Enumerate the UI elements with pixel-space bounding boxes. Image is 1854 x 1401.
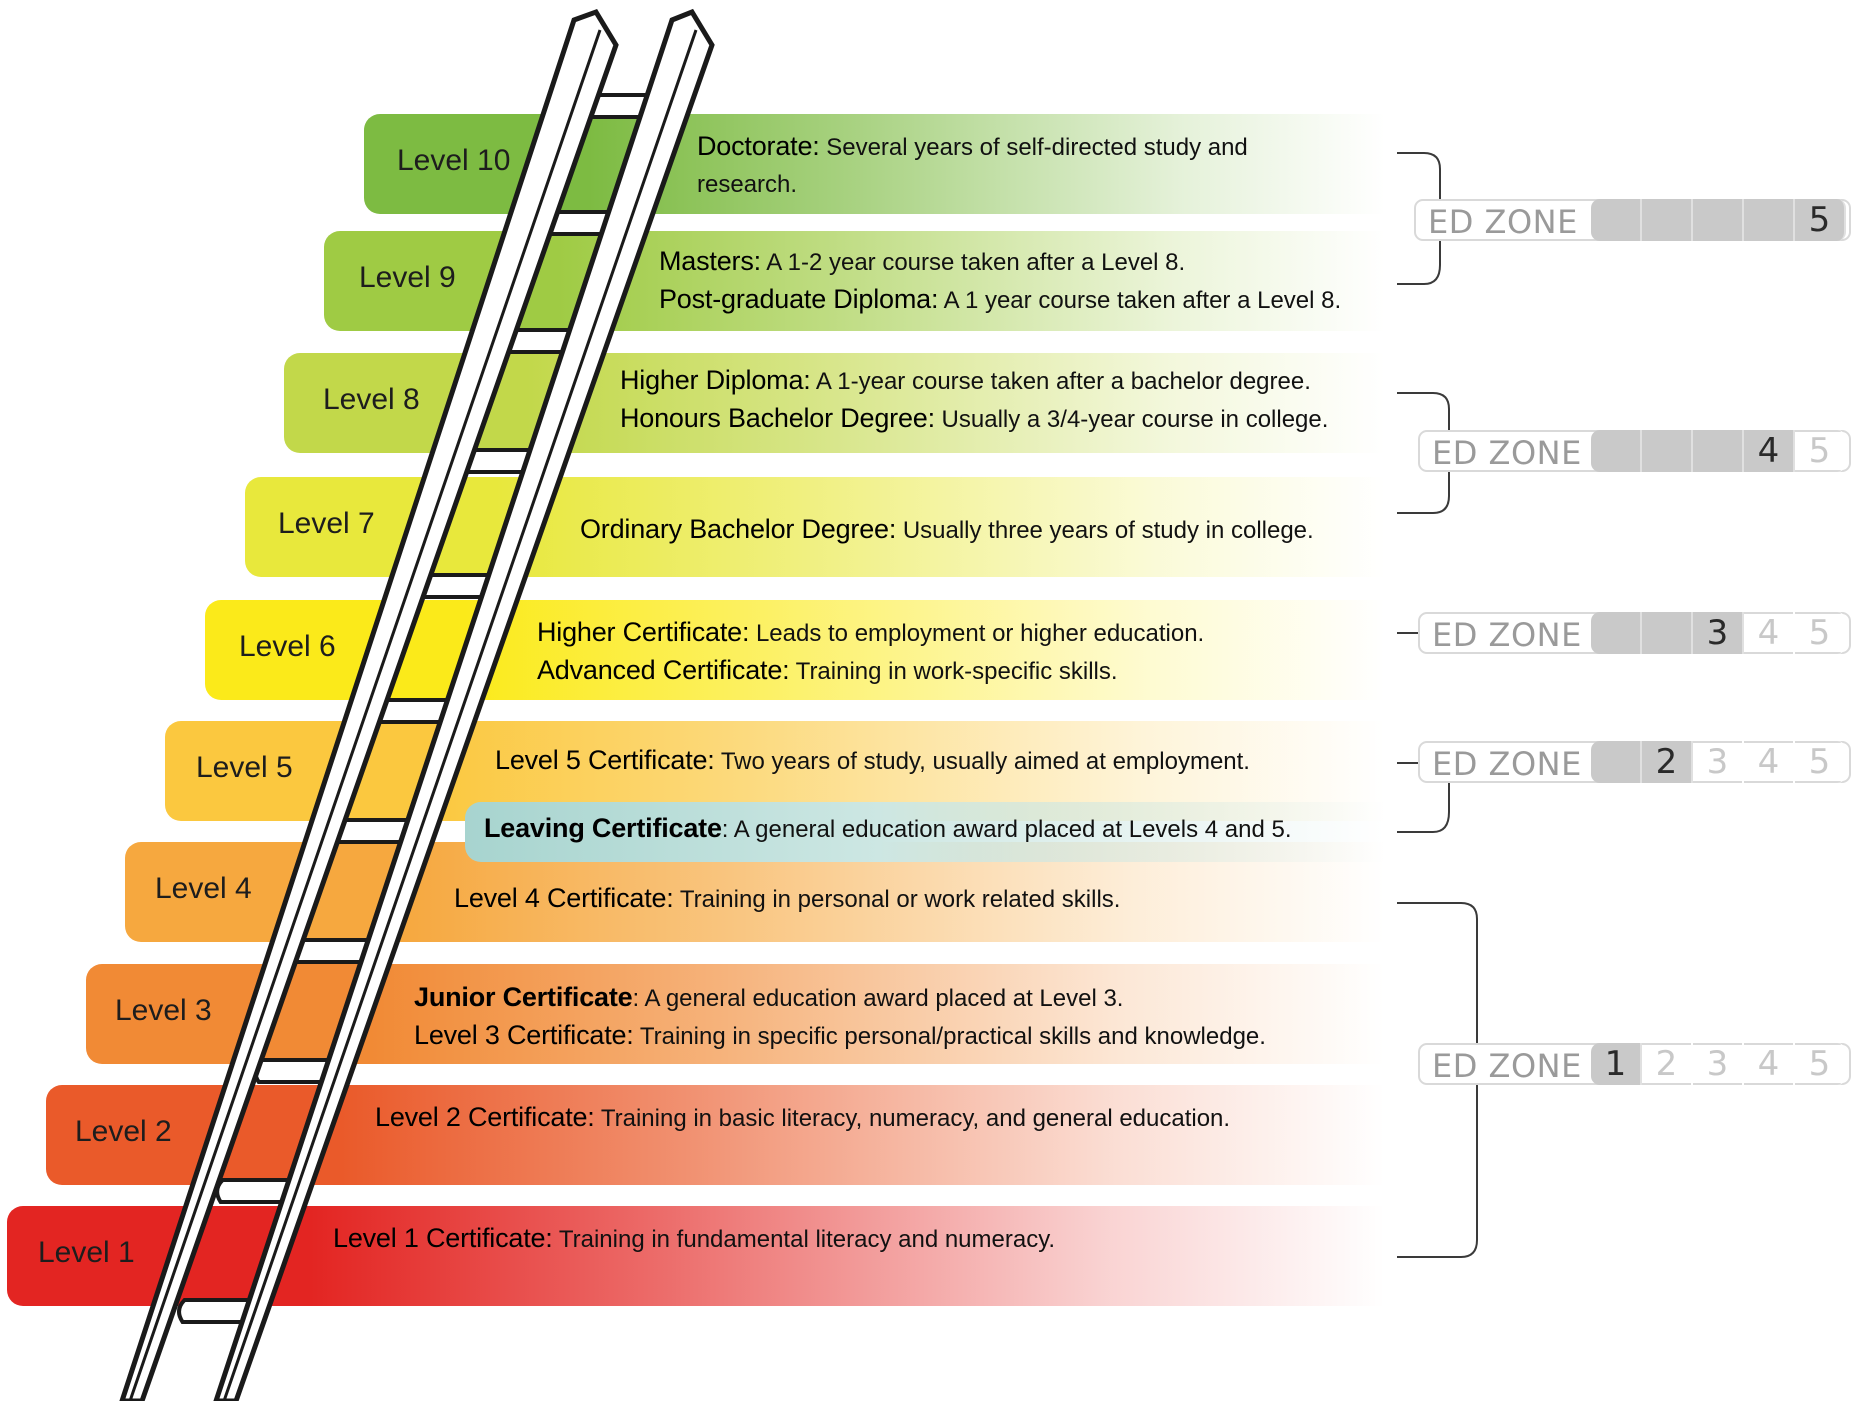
ed-zone-cell-1: 1 [1591, 1043, 1642, 1085]
level-band-2 [46, 1085, 1385, 1185]
ed-zone-cell-2 [1642, 612, 1693, 654]
level-label-10: Level 10 [397, 144, 511, 177]
level-8-description: Higher Diploma: A 1-year course taken af… [620, 365, 1329, 433]
level-label-5: Level 5 [196, 751, 293, 784]
leaving-certificate-band [465, 802, 1385, 862]
ed-zone-cell-5: 5 [1795, 430, 1846, 472]
ed-zone-cell-5: 5 [1795, 741, 1846, 783]
level-label-4: Level 4 [155, 872, 252, 905]
ed-zone-cell-3: 3 [1693, 1043, 1744, 1085]
level-10-description: Doctorate: Several years of self-directe… [697, 131, 1248, 198]
level-band-3 [86, 964, 1385, 1064]
ed-zone-cell-4: 4 [1744, 430, 1795, 472]
level-2-description: Level 2 Certificate: Training in basic l… [375, 1102, 1231, 1132]
level-5-description: Level 5 Certificate: Two years of study,… [495, 745, 1250, 775]
ed-zone-cell-5: 5 [1795, 612, 1846, 654]
level-label-8: Level 8 [323, 383, 420, 416]
level-9-description: Masters: A 1-2 year course taken after a… [659, 246, 1342, 314]
ladder-rail-left-edge [128, 29, 602, 1401]
level-label-7: Level 7 [278, 507, 375, 540]
ed-zone-scale: 5 [1591, 199, 1846, 241]
level-label-2: Level 2 [75, 1115, 172, 1148]
level-1-description: Level 1 Certificate: Training in fundame… [333, 1223, 1056, 1253]
ed-zone-label: ED ZONE [1432, 1047, 1582, 1085]
ed-zone-5: ED ZONE 5 [1414, 199, 1851, 241]
ed-zone-label: ED ZONE [1432, 745, 1582, 783]
leaving-certificate-description: Leaving Certificate: A general education… [484, 813, 1292, 843]
level-4-description: Level 4 Certificate: Training in persona… [454, 883, 1121, 913]
ed-zone-label: ED ZONE [1428, 203, 1578, 241]
ed-zone-label: ED ZONE [1432, 434, 1582, 472]
ed-zone-cell-3: 3 [1693, 612, 1744, 654]
ed-zone-cell-5: 5 [1795, 199, 1846, 241]
ed-zone-cell-2 [1642, 430, 1693, 472]
ed-zone-cell-2: 2 [1642, 741, 1693, 783]
ed-zone-cell-1 [1591, 612, 1642, 654]
level-label-1: Level 1 [38, 1236, 135, 1269]
ed-zone-cell-3 [1693, 430, 1744, 472]
ed-zone-cell-4: 4 [1744, 612, 1795, 654]
ed-zone-cell-3 [1693, 199, 1744, 241]
ed-zone-cell-2 [1642, 199, 1693, 241]
ed-zone-cell-1 [1591, 741, 1642, 783]
ed-zone-cell-5: 5 [1795, 1043, 1846, 1085]
ed-zone-label: ED ZONE [1432, 616, 1582, 654]
ed-zone-cell-4: 4 [1744, 741, 1795, 783]
level-label-6: Level 6 [239, 630, 336, 663]
level-label-9: Level 9 [359, 261, 456, 294]
ed-zone-cell-1 [1591, 430, 1642, 472]
ed-zone-cell-2: 2 [1642, 1043, 1693, 1085]
level-label-3: Level 3 [115, 994, 212, 1027]
ed-zone-cell-1 [1591, 199, 1642, 241]
ed-zone-cell-4: 4 [1744, 1043, 1795, 1085]
level-3-description: Junior Certificate: A general education … [414, 982, 1266, 1050]
ladder-rail-right-edge [222, 29, 698, 1401]
ed-zone-cell-4 [1744, 199, 1795, 241]
level-band-1 [7, 1206, 1385, 1306]
level-6-description: Higher Certificate: Leads to employment … [537, 617, 1205, 685]
ed-zone-cell-3: 3 [1693, 741, 1744, 783]
level-7-description: Ordinary Bachelor Degree: Usually three … [580, 514, 1314, 544]
